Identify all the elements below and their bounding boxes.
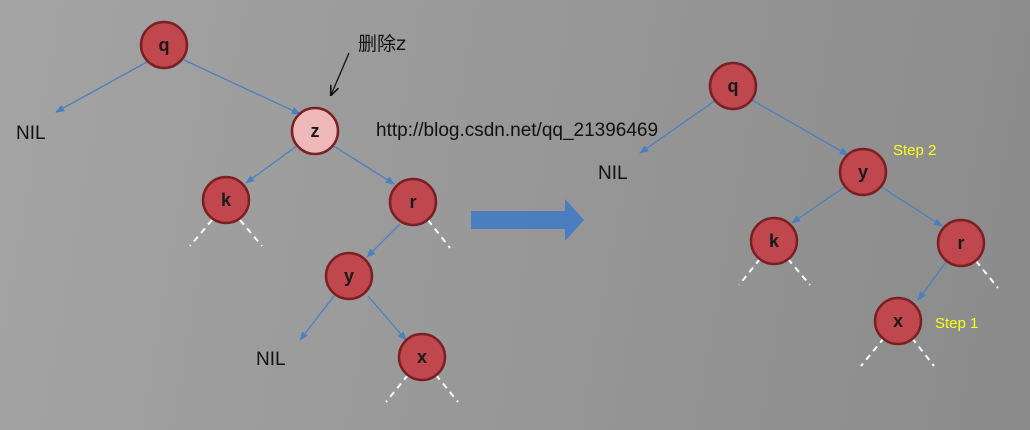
edge-q-z	[183, 59, 301, 115]
nil-label: NIL	[256, 349, 286, 370]
svg-text:x: x	[893, 311, 903, 331]
svg-text:q: q	[728, 76, 739, 96]
svg-text:x: x	[417, 347, 427, 367]
edge-y-k	[791, 185, 847, 224]
node-y: y	[838, 147, 888, 197]
svg-text:y: y	[858, 162, 868, 182]
nil-label: NIL	[16, 123, 46, 144]
subtree-dash	[860, 337, 885, 367]
step-1-label: Step 1	[935, 315, 978, 332]
subtree-dash	[911, 337, 935, 367]
node-r: r	[936, 218, 986, 268]
subtree-dash	[427, 219, 451, 249]
edge-z-r	[331, 144, 395, 185]
svg-text:r: r	[957, 233, 964, 253]
subtree-dash	[975, 260, 999, 289]
edge-y-r	[879, 185, 943, 227]
node-x: x	[397, 332, 447, 382]
node-q: q	[139, 20, 189, 70]
edge-r-y	[366, 223, 401, 258]
node-k: k	[201, 175, 251, 225]
node-q: q	[708, 61, 758, 111]
edge-r-x	[917, 261, 947, 301]
node-k: k	[749, 216, 799, 266]
transform-arrow	[471, 199, 584, 241]
edge-z-k	[245, 144, 299, 184]
edge-y-nil	[299, 295, 335, 341]
svg-text:k: k	[221, 190, 232, 210]
nil-label: NIL	[598, 163, 628, 184]
node-r: r	[388, 177, 438, 227]
subtree-dash	[787, 258, 811, 286]
svg-text:r: r	[409, 192, 416, 212]
svg-text:q: q	[159, 35, 170, 55]
edge-q-y	[751, 99, 849, 156]
node-y: y	[324, 251, 374, 301]
svg-text:z: z	[311, 121, 320, 141]
subtree-dash	[385, 374, 409, 403]
edge-q-nil	[55, 61, 148, 113]
node-x: x	[873, 296, 923, 346]
node-z-deleted: z	[290, 106, 340, 156]
svg-text:k: k	[769, 231, 780, 251]
delete-annotation: 删除z	[358, 33, 406, 55]
watermark-url: http://blog.csdn.net/qq_21396469	[376, 120, 658, 141]
after-tree: q y k r x NIL Step 2 Step 1	[598, 61, 999, 367]
subtree-dash	[189, 219, 213, 247]
subtree-dash	[435, 374, 459, 403]
step-2-label: Step 2	[893, 142, 936, 159]
svg-text:y: y	[344, 266, 354, 286]
edge-y-x	[367, 295, 407, 341]
delete-pointer-arrow	[331, 52, 350, 95]
subtree-dash	[239, 219, 263, 247]
edge-q-nil	[639, 99, 717, 154]
subtree-dash	[738, 258, 761, 286]
before-tree: q z k r y x NIL NIL	[16, 20, 459, 403]
